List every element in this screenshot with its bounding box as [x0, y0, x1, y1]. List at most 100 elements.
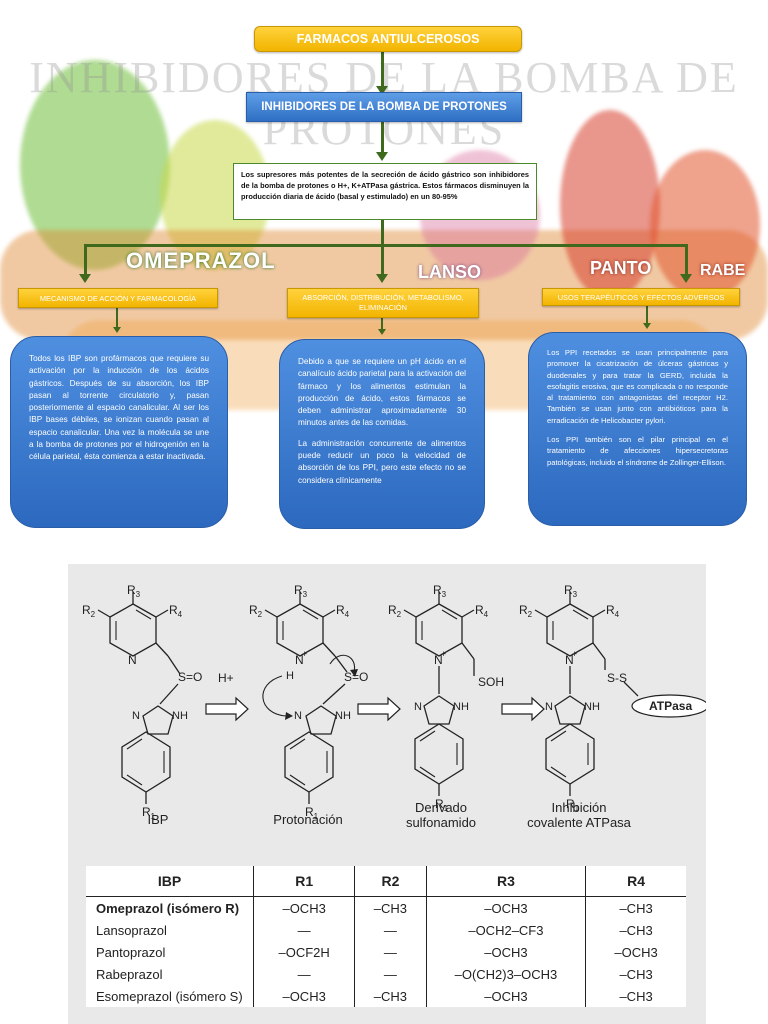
table-row: Esomeprazol (isómero S) –OCH3 –CH3 –OCH3… [86, 985, 686, 1007]
bg-label-rabe: RABE [700, 262, 746, 279]
svg-text:R1: R1 [142, 805, 156, 821]
branch-label-absorcion: ABSORCIÓN, DISTRIBUCIÓN, METABOLISMO, EL… [287, 288, 479, 318]
svg-text:R3: R3 [433, 583, 447, 599]
stage-der-nh: NH [453, 701, 469, 713]
stage-ibp-r4: R [169, 603, 178, 617]
usos-text-2: Los PPI también son el pilar principal e… [547, 435, 728, 467]
stage-der-plus: + [441, 649, 446, 659]
h-plus-label: H+ [218, 671, 234, 685]
stage-inh-plus: + [572, 649, 577, 659]
subtitle-box: INHIBIDORES DE LA BOMBA DE PROTONES [246, 92, 522, 122]
cell-r1: –OCF2H [253, 941, 355, 963]
stage-prot-r4: R [336, 603, 345, 617]
stage-der-r2: R [388, 603, 397, 617]
absorcion-text-2: La administración concurrente de aliment… [298, 438, 466, 485]
cell-r4: –CH3 [585, 919, 686, 941]
stage-ibp-nh: NH [172, 710, 188, 722]
stage-der-r1-sub: 1 [444, 804, 449, 813]
stage-der-r4-sub: 4 [484, 610, 489, 619]
bg-label-panto: PANTO [590, 258, 652, 278]
caption-ibp: IBP [147, 812, 169, 827]
stage-ibp-r3-sub: 3 [136, 590, 141, 599]
stage-prot-r3: R [294, 583, 303, 597]
stage-ibp-r1-sub: 1 [151, 812, 156, 821]
cell-r2: — [354, 919, 427, 941]
cell-r3: –OCH3 [425, 941, 586, 963]
cell-r3: –OCH3 [425, 985, 586, 1007]
stage-ibp-r2-sub: 2 [91, 610, 96, 619]
cell-r2: — [354, 941, 427, 963]
caption-protonacion: Protonación [273, 812, 343, 827]
stage-prot-r4-sub: 4 [345, 610, 350, 619]
stage-ibp-structure [97, 592, 181, 804]
mecanismo-text: Todos los IBP son profármacos que requie… [29, 354, 209, 462]
svg-text:R2: R2 [388, 603, 402, 619]
cell-r2: — [354, 963, 427, 985]
reaction-arrow-1 [205, 696, 249, 722]
stage-der-r4: R [475, 603, 484, 617]
stage-der-r1: R [435, 797, 444, 811]
stage-inh-n: N [565, 653, 574, 667]
mechanism-diagram: R3 R4 R2 N S=O N NH R1 H+ [82, 583, 706, 821]
stage-ibp-r1: R [142, 805, 151, 819]
svg-text:R1: R1 [566, 797, 580, 813]
stage-ibp-r4-sub: 4 [178, 610, 183, 619]
absorcion-text-1: Debido a que se requiere un pH ácido en … [298, 357, 466, 428]
svg-text:R3: R3 [294, 583, 308, 599]
cell-r1: — [253, 919, 355, 941]
cell-r4: –CH3 [585, 963, 686, 985]
table-row: Omeprazol (isómero R) –OCH3 –CH3 –OCH3 –… [86, 896, 686, 919]
stage-inhibicion-structure [534, 592, 706, 796]
svg-text:R1: R1 [305, 805, 319, 821]
usos-text-1: Los PPI recetados se usan principalmente… [547, 348, 728, 425]
stage-der-r3: R [433, 583, 442, 597]
cell-r1: –OCH3 [253, 985, 355, 1007]
cell-r3: –OCH2–CF3 [425, 919, 586, 941]
cell-r2: –CH3 [354, 985, 427, 1007]
stage-inh-r1: R [566, 797, 575, 811]
bg-label-omeprazol: OMEPRAZOL [126, 248, 276, 273]
table-row: Lansoprazol — — –OCH2–CF3 –CH3 [86, 919, 686, 941]
stage-ibp-so: S=O [178, 670, 202, 684]
table-row: Pantoprazol –OCF2H — –OCH3 –OCH3 [86, 941, 686, 963]
cell-r2: –CH3 [354, 896, 427, 919]
reaction-arrow-3 [501, 696, 545, 722]
stage-prot-r3-sub: 3 [303, 590, 308, 599]
stage-ibp-r2: R [82, 603, 91, 617]
header-r1: R1 [253, 866, 355, 897]
cell-ibp: Omeprazol (isómero R) [96, 900, 240, 916]
stage-inh-n2: N [545, 701, 553, 713]
branch-label-usos: USOS TERAPÉUTICOS Y EFECTOS ADVERSOS [542, 288, 740, 306]
top-title-box: FARMACOS ANTIULCEROSOS [254, 26, 522, 52]
svg-text:R2: R2 [249, 603, 263, 619]
stage-inh-r1-sub: 1 [575, 804, 580, 813]
cell-ibp: Rabeprazol [96, 966, 163, 982]
bubble-usos: Los PPI recetados se usan principalmente… [528, 332, 747, 526]
stage-inh-r4: R [606, 603, 615, 617]
svg-text:R4: R4 [169, 603, 183, 619]
svg-text:R4: R4 [336, 603, 350, 619]
svg-text:R3: R3 [127, 583, 141, 599]
cell-r4: –OCH3 [585, 941, 686, 963]
cell-r3: –O(CH2)3–OCH3 [425, 963, 586, 985]
stage-inh-ss: S-S [607, 671, 627, 685]
header-r4: R4 [585, 866, 686, 897]
cell-r4: –CH3 [585, 896, 686, 919]
bg-label-lanso: LANSO [418, 262, 481, 282]
table-header-row: IBP R1 R2 R3 R4 [86, 866, 686, 897]
svg-text:R2: R2 [519, 603, 533, 619]
stage-prot-nh: NH [335, 710, 351, 722]
caption-inhibicion: Inhibición covalente ATPasa [527, 800, 631, 830]
stage-prot-plus: + [302, 649, 307, 659]
stage-prot-so: S=O [344, 670, 368, 684]
branch-label-mecanismo: MECANISMO DE ACCIÓN Y FARMACOLOGÍA [18, 288, 218, 308]
stage-inh-r2-sub: 2 [528, 610, 533, 619]
cell-ibp: Lansoprazol [96, 922, 167, 938]
stage-inh-r3-sub: 3 [573, 590, 578, 599]
stage-inh-r2: R [519, 603, 528, 617]
stage-der-r3-sub: 3 [442, 590, 447, 599]
stage-der-r2-sub: 2 [397, 610, 402, 619]
cell-ibp: Esomeprazol (isómero S) [96, 988, 243, 1004]
stage-prot-n: N [295, 653, 304, 667]
stage-ibp-r3: R [127, 583, 136, 597]
